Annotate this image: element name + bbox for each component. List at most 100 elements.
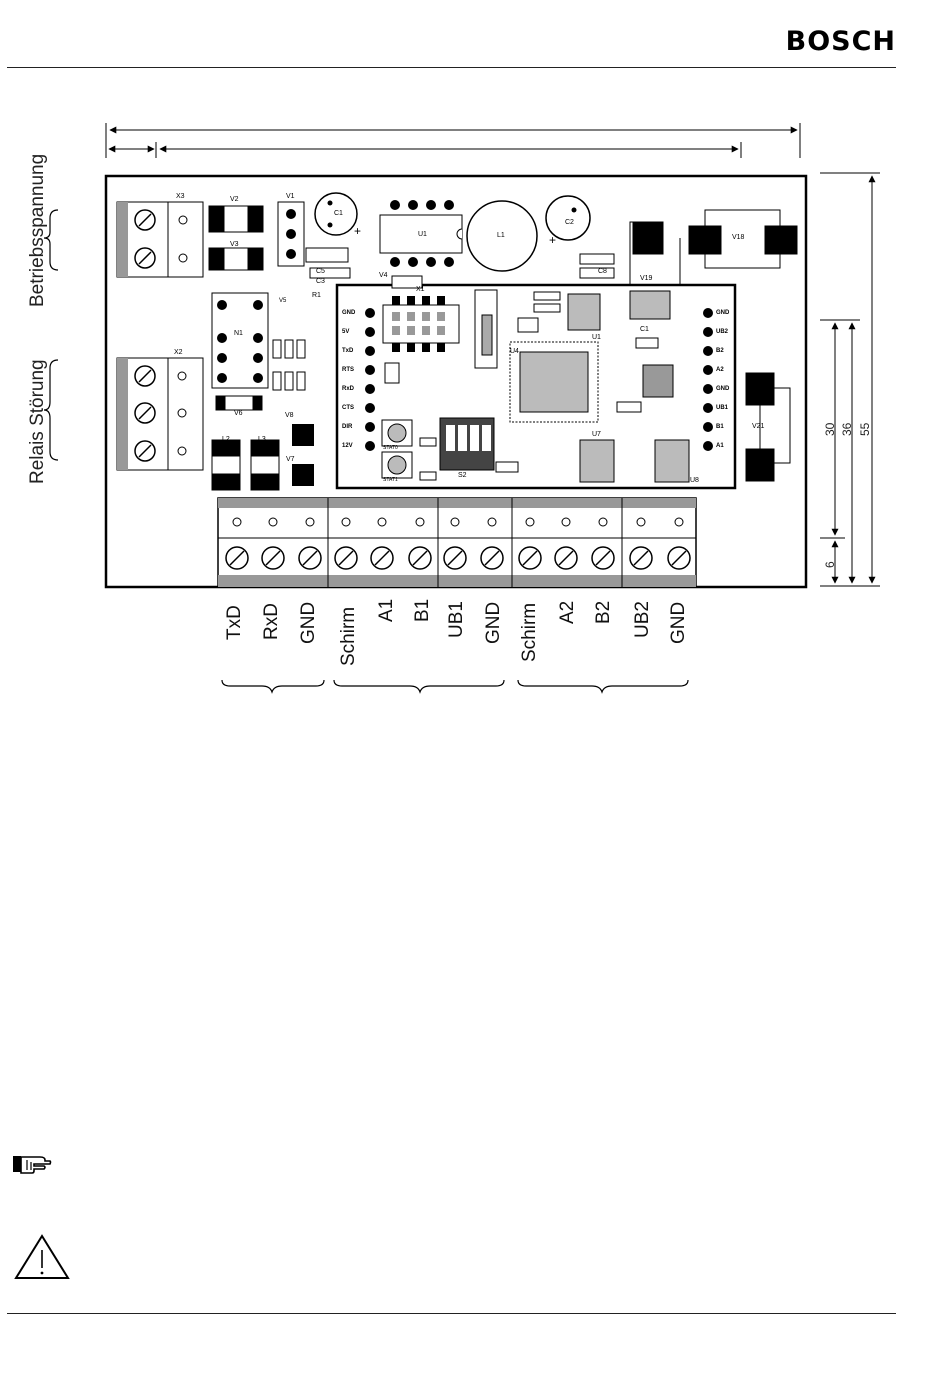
terminal-hole [562,518,570,526]
label-l3: L3 [258,436,266,443]
terminal-label-gnd: GND [483,602,505,644]
label-v8: V8 [285,412,294,419]
terminal-hole [451,518,459,526]
terminal-x3 [117,202,203,277]
terminal-label-ub2: UB2 [632,601,654,638]
terminal-label-gnd: GND [668,602,690,644]
label-fault-relay: Relais Störung [27,359,49,484]
pin-label-txd: TxD [342,348,353,354]
label-n1: N1 [234,330,243,337]
terminal-hole [416,518,424,526]
terminal-x2 [117,358,203,470]
label-x3: X3 [176,193,185,200]
label-x1: X1 [416,286,425,293]
pin-label-rts: RTS [342,367,354,373]
dimension-55: 55 [858,423,872,436]
label-u1-daughter: U1 [592,334,601,341]
label-c8: C8 [598,268,607,275]
label-stat0: STAT0 [383,445,398,451]
terminal-hole [599,518,607,526]
label-r1: R1 [312,292,321,299]
label-v19: V19 [640,275,652,282]
label-v5: V5 [279,298,286,304]
terminal-strip-bottom [218,498,696,587]
ic-u4 [510,342,598,422]
ic-daughter-u1 [568,294,600,330]
pin-label-gnd: GND [716,386,729,392]
pin-label-ub2: UB2 [716,329,728,335]
svg-text:+: + [354,224,361,238]
label-v21: V21 [752,423,764,430]
terminal-hole [378,518,386,526]
label-u4: U4 [510,348,519,355]
label-c2: C2 [565,219,574,226]
label-u1: U1 [418,231,427,238]
relay-n1 [212,293,268,388]
ic-u8 [655,440,689,482]
label-v18: V18 [732,234,744,241]
terminal-label-rxd: RxD [261,603,283,640]
label-c5: C5 [316,268,325,275]
label-u7: U7 [592,431,601,438]
pin-label-rxd: RxD [342,386,354,392]
ic-u7 [580,440,614,482]
terminal-label-a2: A2 [557,601,579,624]
terminal-label-a1: A1 [376,599,398,622]
bottom-braces [222,680,688,692]
regulator-v3 [630,291,670,319]
terminal-label-b1: B1 [412,599,434,622]
pin-label-gnd: GND [342,310,355,316]
footer-rule [7,1313,896,1314]
label-l2: L2 [222,436,230,443]
terminal-label-schirm: Schirm [519,603,541,662]
dip-switch-s2 [440,418,494,470]
terminal-hole [342,518,350,526]
dimension-6: 6 [823,561,837,568]
pin-label-5v: 5V [342,329,349,335]
pin-label-dir: DIR [342,424,352,430]
label-u8: U8 [690,477,699,484]
terminal-label-gnd: GND [298,602,320,644]
pin-label-ub1: UB1 [716,405,728,411]
pin-label-12v: 12V [342,443,353,449]
label-c1: C1 [334,210,343,217]
terminal-hole [526,518,534,526]
label-v4: V4 [379,272,388,279]
label-supply-voltage: Betriebsspannung [27,154,49,307]
pin-label-a1: A1 [716,443,724,449]
terminal-hole [269,518,277,526]
dimension-30: 30 [823,423,837,436]
terminal-label-schirm: Schirm [338,607,360,666]
pin-label-cts: CTS [342,405,354,411]
pin-label-gnd: GND [716,310,729,316]
terminal-hole [675,518,683,526]
label-v1: V1 [286,193,295,200]
right-dimension-lines [820,173,880,586]
top-dimension-lines [106,123,800,158]
pin-label-b2: B2 [716,348,724,354]
pointing-hand-icon [12,1150,52,1176]
label-c3: C3 [316,278,325,285]
terminal-label-b2: B2 [593,601,615,624]
terminal-label-ub1: UB1 [446,601,468,638]
label-l1: L1 [497,232,505,239]
pin-label-a2: A2 [716,367,724,373]
terminal-hole [233,518,241,526]
svg-text:+: + [549,233,556,247]
label-v6: V6 [234,410,243,417]
pin-label-b1: B1 [716,424,724,430]
diode-v6 [216,396,262,410]
dimension-36: 36 [840,423,854,436]
diode-v6-daughter [643,365,673,397]
terminal-hole [306,518,314,526]
label-v3: V3 [230,241,239,248]
label-v7: V7 [286,456,295,463]
warning-triangle-icon [13,1233,71,1281]
label-x2: X2 [174,349,183,356]
label-s2: S2 [458,472,467,479]
terminal-hole [488,518,496,526]
slide-switch [475,290,497,368]
terminal-hole [637,518,645,526]
terminal-label-txd: TxD [224,605,246,640]
